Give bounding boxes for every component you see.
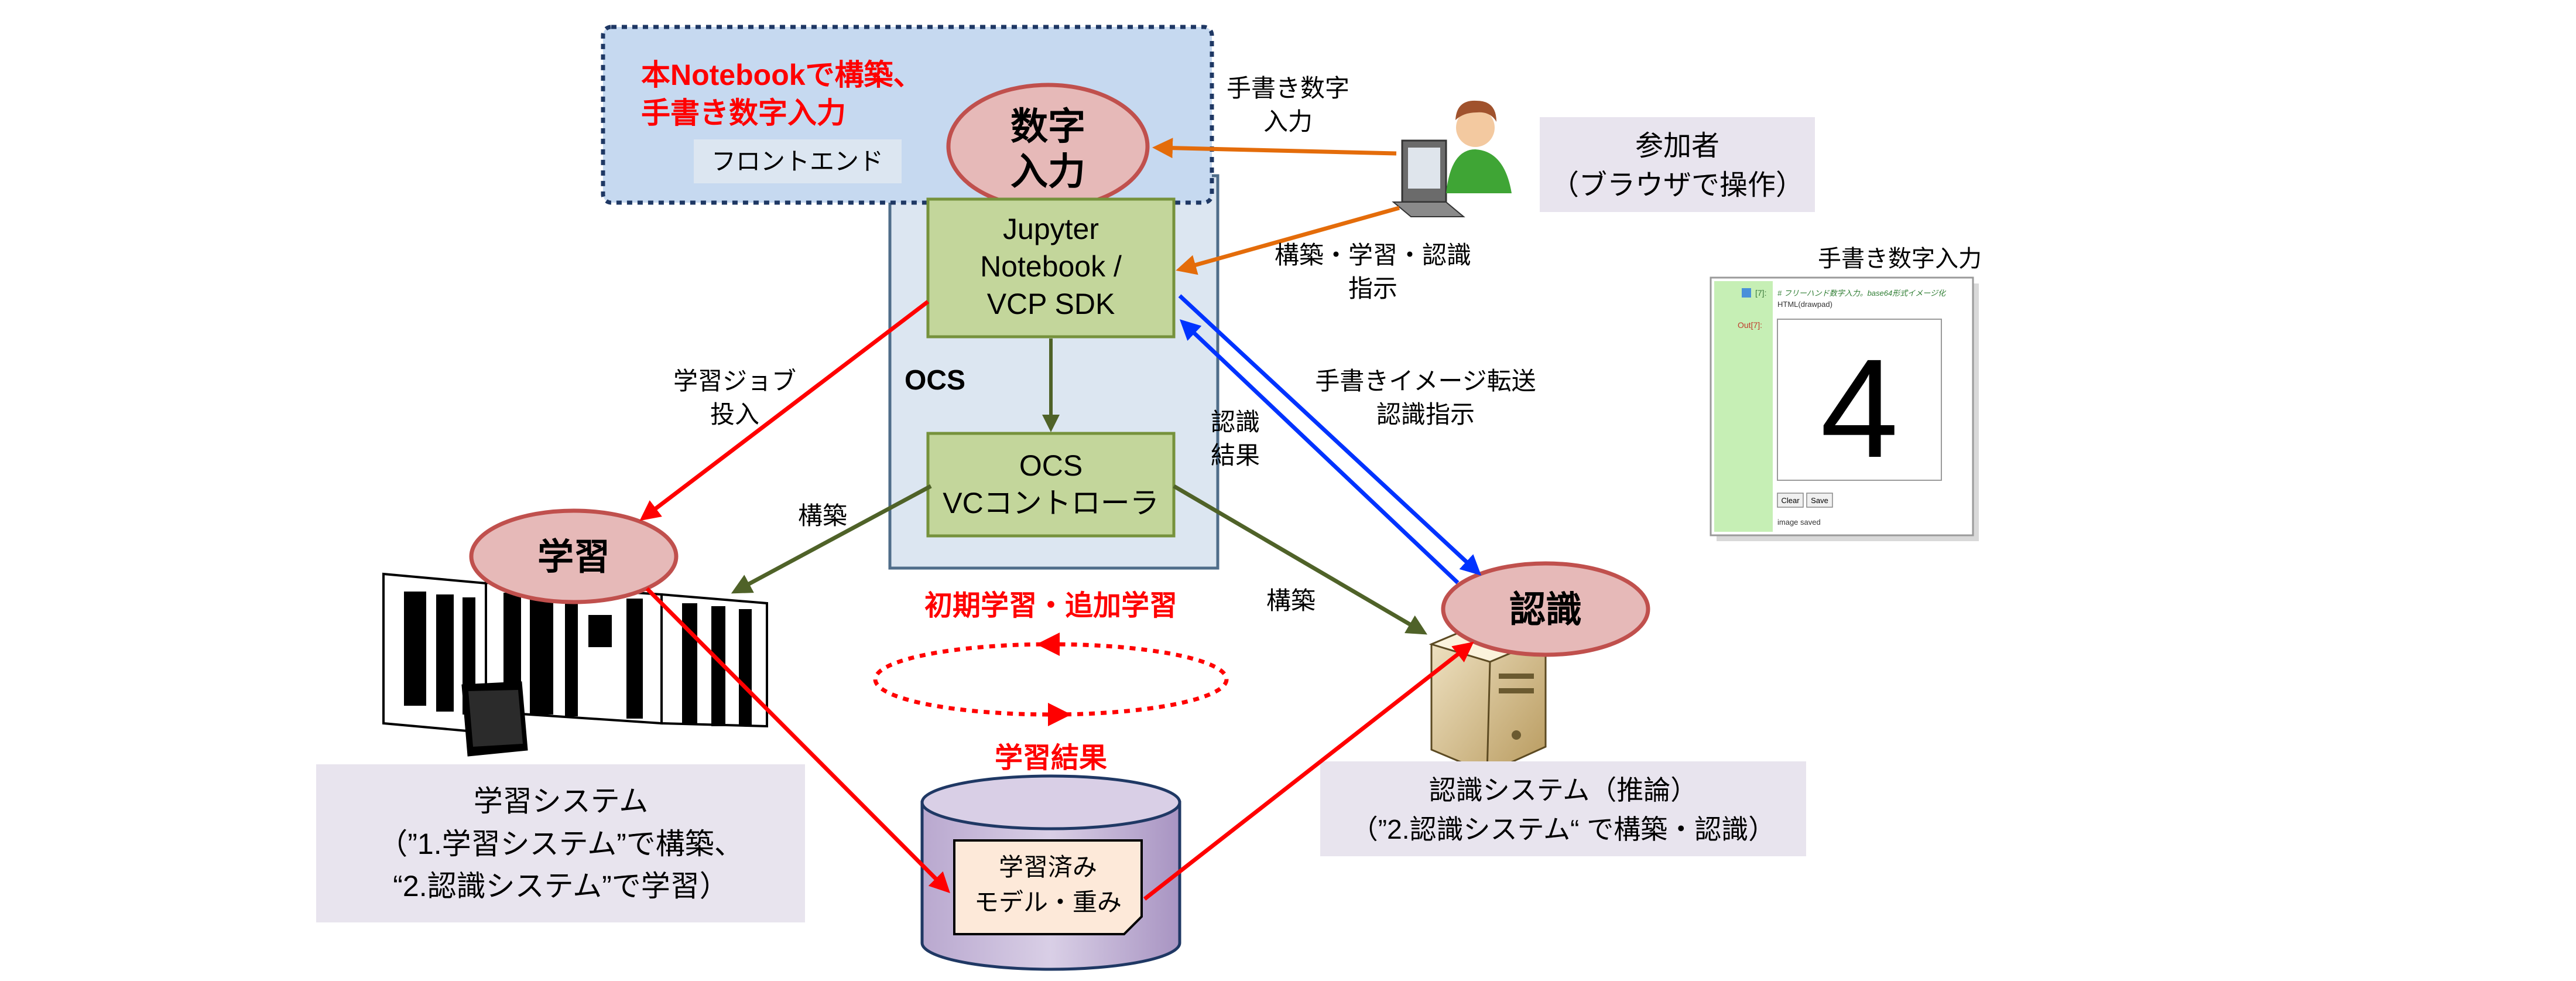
learning-system-line3: “2.認識システム”で学習） (393, 870, 729, 903)
out-prompt: Out[7]: (1738, 320, 1762, 330)
screenshot-title: 手書き数字入力 (1818, 246, 1982, 272)
learning-system-box (316, 764, 805, 922)
in-prompt: [7]: (1755, 288, 1766, 298)
build-instruction-label-line2: 指示 (1348, 275, 1397, 302)
submit-job-label-line2: 投入 (710, 401, 759, 428)
recognition-result-label-line1: 認識 (1211, 408, 1260, 436)
code-line1: # フリーハンド数字入力。base64形式イメージ化 (1777, 289, 1947, 298)
controller-line1: OCS (1019, 449, 1083, 482)
submit-job-arrow (639, 300, 930, 521)
learning-system-line2: （”1.学習システム”で構築、 (378, 828, 744, 860)
participant-line2: （ブラウザで操作） (1551, 170, 1804, 201)
clear-button-label: Clear (1781, 496, 1800, 505)
ocs-label: OCS (905, 365, 965, 396)
recognition-label: 認識 (1509, 590, 1582, 630)
handwritten-input-label-line1: 手書き数字 (1227, 74, 1349, 102)
recognition-node (1441, 561, 1650, 657)
handwritten-input-label-line2: 入力 (1263, 108, 1313, 135)
supercomputer-icon (382, 572, 768, 757)
learning-cycle-label: 初期学習・追加学習 (924, 590, 1177, 621)
learning-label: 学習 (537, 537, 610, 577)
recognition-system-box (1320, 761, 1806, 856)
participant-line1: 参加者 (1635, 131, 1719, 162)
build-right-label: 構築 (1266, 587, 1316, 614)
model-document (953, 839, 1143, 935)
cycle-arrowhead-top (1036, 633, 1060, 656)
learning-cycle-loop (873, 642, 1229, 717)
frontend-heading-line2: 手書き数字入力 (641, 97, 846, 129)
jupyter-line3: VCP SDK (987, 288, 1115, 320)
submit-job-label-line1: 学習ジョブ (673, 367, 796, 395)
jupyter-notebook-node (926, 197, 1176, 339)
jupyter-line1: Jupyter (1003, 213, 1099, 245)
clear-button[interactable] (1777, 493, 1804, 508)
code-line2: HTML(drawpad) (1777, 300, 1832, 309)
vc-controller-node (926, 432, 1176, 538)
participant-box (1540, 117, 1815, 212)
learning-node (469, 508, 679, 604)
image-saved-status: image saved (1777, 518, 1821, 527)
frontend-tag: フロントエンド (711, 148, 883, 175)
recognition-system-line2: （”2.認識システム“ で構築・認識） (1351, 814, 1775, 845)
cycle-arrowhead-bottom (1048, 703, 1071, 726)
digit-input-line2: 入力 (1010, 151, 1085, 193)
image-transfer-arrow (1178, 294, 1482, 576)
handwritten-input-arrow (1152, 138, 1397, 159)
recognition-system-line1: 認識システム（推論） (1429, 775, 1698, 805)
controller-line2: VCコントローラ (943, 487, 1159, 519)
participant-icon (1392, 100, 1512, 217)
build-learning-arrow (731, 484, 932, 594)
model-line2: モデル・重み (974, 888, 1122, 916)
recognition-result-arrow (1179, 319, 1460, 585)
build-recognition-arrow (1173, 484, 1428, 635)
learning-result-label: 学習結果 (995, 743, 1107, 774)
save-button[interactable] (1806, 493, 1833, 508)
build-left-label: 構築 (798, 502, 847, 529)
digit-input-line1: 数字 (1010, 105, 1085, 148)
recognition-result-label-line2: 結果 (1211, 442, 1260, 469)
learning-system-line1: 学習システム (474, 785, 649, 818)
frontend-tag-box (694, 139, 902, 183)
build-instruction-label-line1: 構築・学習・認識 (1275, 241, 1471, 269)
learning-to-model-arrow (645, 587, 950, 893)
drawpad-canvas[interactable] (1777, 319, 1942, 481)
save-button-label: Save (1811, 496, 1828, 505)
build-instruction-arrow (1176, 206, 1400, 275)
frontend-heading-line1: 本Notebookで構築、 (641, 59, 923, 91)
image-transfer-label-line1: 手書きイメージ転送 (1315, 367, 1536, 395)
handwritten-digit: 4 (1820, 330, 1898, 487)
model-line1: 学習済み (999, 853, 1097, 881)
notebook-screenshot: [7]: Out[7]: # フリーハンド数字入力。base64形式イメージ化 … (1710, 276, 1979, 541)
jupyter-line2: Notebook / (980, 250, 1122, 283)
image-transfer-label-line2: 認識指示 (1376, 401, 1475, 428)
model-to-recognition-arrow (1143, 641, 1474, 901)
